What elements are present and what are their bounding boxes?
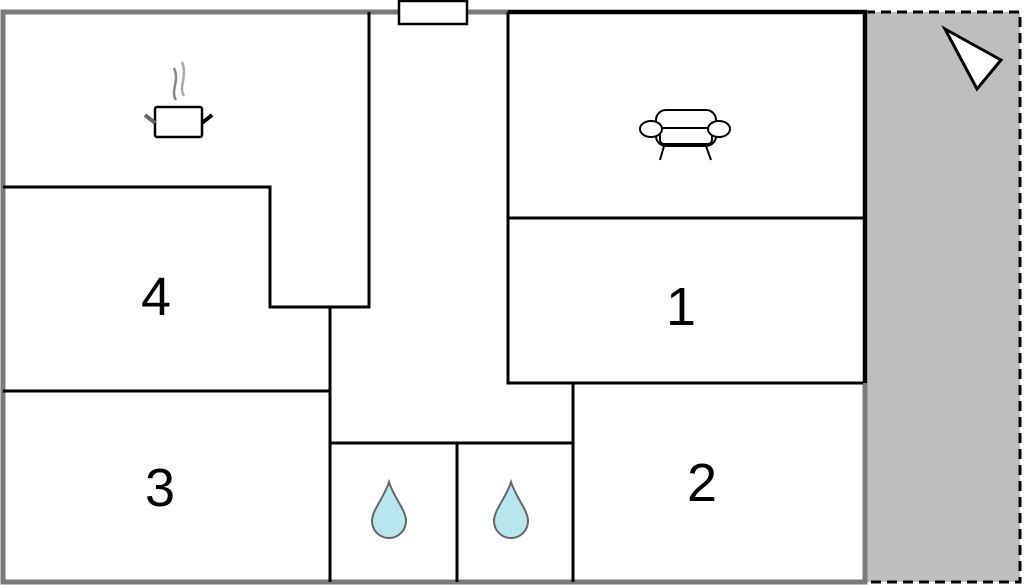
outer-wall-dark xyxy=(508,10,867,383)
room-label-4: 4 xyxy=(141,267,171,327)
room-label-3: 3 xyxy=(145,458,175,518)
sofa-icon xyxy=(639,109,731,161)
terrace-area xyxy=(863,10,1022,584)
room-label-2: 2 xyxy=(687,453,717,513)
entrance-window xyxy=(397,0,469,26)
water-drop-icon xyxy=(492,478,530,539)
cooking-pot-icon xyxy=(143,61,214,139)
outer-wall xyxy=(0,9,868,585)
north-arrow-icon xyxy=(941,25,1004,92)
water-drop-icon xyxy=(370,478,408,539)
interior-walls xyxy=(3,12,863,582)
room-label-1: 1 xyxy=(666,277,696,337)
